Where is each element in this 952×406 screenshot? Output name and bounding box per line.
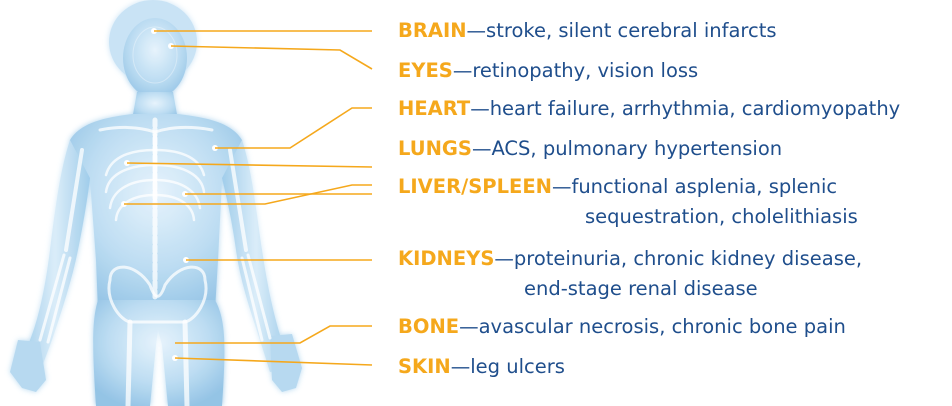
- organ-description: —proteinuria, chronic kidney disease,: [494, 247, 862, 270]
- organ-name: BONE: [398, 315, 459, 338]
- organ-description: —ACS, pulmonary hypertension: [472, 137, 782, 160]
- organ-name: KIDNEYS: [398, 247, 494, 270]
- label-kidneys: KIDNEYS—proteinuria, chronic kidney dise…: [398, 244, 862, 304]
- label-liver-spleen: LIVER/SPLEEN—functional asplenia, spleni…: [398, 172, 858, 232]
- organ-description-continued: sequestration, cholelithiasis: [398, 202, 858, 232]
- organ-description: —leg ulcers: [451, 355, 565, 378]
- organ-description: —functional asplenia, splenic: [552, 175, 837, 198]
- label-brain: BRAIN—stroke, silent cerebral infarcts: [398, 16, 777, 46]
- label-heart: HEART—heart failure, arrhythmia, cardiom…: [398, 94, 900, 124]
- organ-name: HEART: [398, 97, 470, 120]
- organ-description: —retinopathy, vision loss: [453, 59, 698, 82]
- organ-description-continued: end-stage renal disease: [398, 274, 862, 304]
- label-bone: BONE—avascular necrosis, chronic bone pa…: [398, 312, 846, 342]
- organ-description: —stroke, silent cerebral infarcts: [467, 19, 777, 42]
- organ-description: —avascular necrosis, chronic bone pain: [459, 315, 846, 338]
- label-eyes: EYES—retinopathy, vision loss: [398, 56, 698, 86]
- organ-name: EYES: [398, 59, 453, 82]
- organ-name: LIVER/SPLEEN: [398, 175, 552, 198]
- label-skin: SKIN—leg ulcers: [398, 352, 565, 382]
- organ-name: SKIN: [398, 355, 451, 378]
- organ-name: LUNGS: [398, 137, 472, 160]
- label-lungs: LUNGS—ACS, pulmonary hypertension: [398, 134, 782, 164]
- human-body-illustration: [0, 0, 400, 406]
- organ-name: BRAIN: [398, 19, 467, 42]
- organ-description: —heart failure, arrhythmia, cardiomyopat…: [470, 97, 900, 120]
